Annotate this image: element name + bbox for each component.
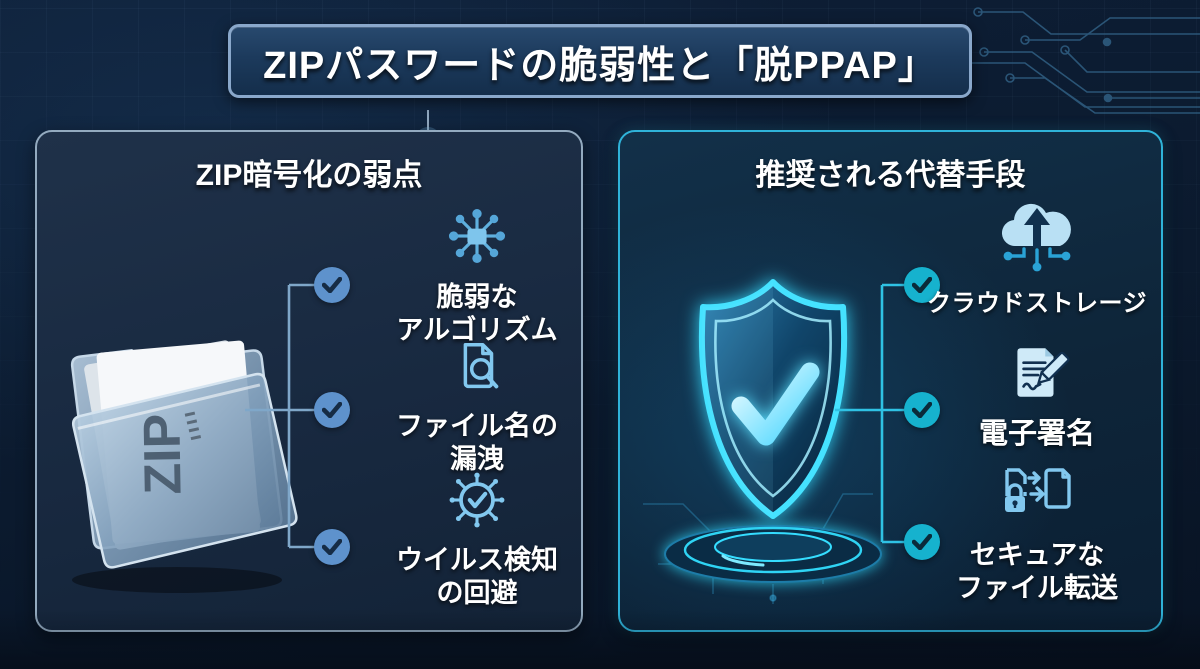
svg-text:ZIP: ZIP — [133, 413, 192, 495]
weakness-item: ウイルス検知 の回避 — [327, 467, 627, 610]
check-icon — [904, 392, 940, 428]
weakness-label: ファイル名の 漏洩 — [396, 411, 558, 474]
right-panel-title: 推奨される代替手段 — [755, 159, 1026, 192]
weakness-item: ファイル名の 漏洩 — [327, 337, 627, 476]
page-title: ZIPパスワードの脆弱性と「脱PPAP」 — [263, 44, 937, 87]
zip-folder-icon: ZIP — [70, 340, 298, 593]
weakness-label: 脆弱な アルゴリズム — [396, 282, 558, 345]
secure-file-transfer-icon — [1005, 468, 1071, 512]
alternative-item: クラウドストレージ — [912, 194, 1162, 318]
cloud-storage-icon — [1001, 203, 1071, 272]
check-icon — [314, 529, 350, 565]
check-icon — [314, 392, 350, 428]
circuit-decoration-top-right — [970, 7, 1200, 114]
filename-leak-icon — [463, 343, 499, 389]
title-banner: ZIPパスワードの脆弱性と「脱PPAP」 — [228, 24, 972, 98]
virus-evasion-icon — [449, 472, 505, 528]
left-panel: ZIP暗号化の弱点 — [35, 130, 583, 632]
alternative-item: 電子署名 — [912, 340, 1162, 452]
left-panel-title: ZIP暗号化の弱点 — [195, 159, 423, 192]
check-icon — [314, 267, 350, 303]
right-panel: 推奨される代替手段 — [618, 130, 1163, 632]
digital-signature-icon — [1017, 348, 1070, 397]
shield-check-icon — [643, 279, 882, 604]
weakness-item: 脆弱な アルゴリズム — [327, 202, 627, 347]
alternative-label: セキュアな ファイル転送 — [956, 540, 1118, 603]
check-icon — [904, 267, 940, 303]
weakness-label: ウイルス検知 の回避 — [396, 545, 558, 608]
alternative-item: セキュアな ファイル転送 — [912, 464, 1162, 605]
weak-algorithm-icon — [448, 209, 506, 263]
check-icon — [904, 524, 940, 560]
alternative-label: クラウドストレージ — [926, 290, 1148, 317]
alternative-label: 電子署名 — [978, 418, 1095, 450]
